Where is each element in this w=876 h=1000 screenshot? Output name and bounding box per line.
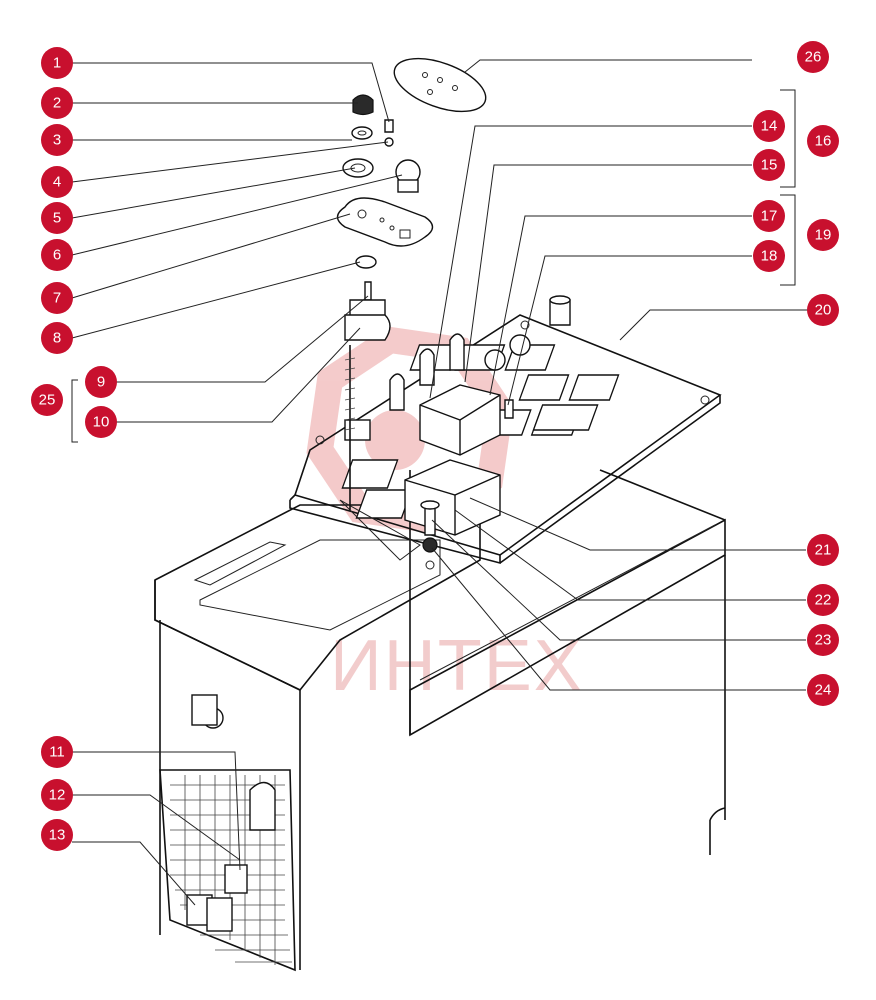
callout-11: 11 xyxy=(41,736,73,768)
callout-9: 9 xyxy=(85,366,117,398)
callout-badge xyxy=(41,819,73,851)
callout-1: 1 xyxy=(41,47,73,79)
spring-rod xyxy=(344,345,356,510)
callout-number: 18 xyxy=(761,248,778,265)
leader-lines xyxy=(71,59,808,906)
callout-badge xyxy=(807,219,839,251)
callout-26: 26 xyxy=(797,41,829,73)
callout-number: 22 xyxy=(815,592,832,609)
plate-bolts xyxy=(339,499,440,561)
callout-number: 14 xyxy=(761,118,778,135)
callout-8: 8 xyxy=(41,322,73,354)
callout-22: 22 xyxy=(807,584,839,616)
callout-badge xyxy=(807,534,839,566)
callout-number: 15 xyxy=(761,157,778,174)
callout-3: 3 xyxy=(41,124,73,156)
callout-badge xyxy=(41,124,73,156)
callout-badge xyxy=(41,47,73,79)
callout-badge xyxy=(797,41,829,73)
control-panel-plate xyxy=(289,295,722,570)
callouts: 1234567891011121314151617181920212223242… xyxy=(31,41,839,851)
callout-5: 5 xyxy=(41,202,73,234)
callout-7: 7 xyxy=(41,282,73,314)
callout-23: 23 xyxy=(807,624,839,656)
callout-badge xyxy=(85,406,117,438)
callout-21: 21 xyxy=(807,534,839,566)
callout-20: 20 xyxy=(807,294,839,326)
callout-badge xyxy=(807,125,839,157)
callout-number: 4 xyxy=(53,174,61,191)
callout-badge xyxy=(807,294,839,326)
callout-number: 23 xyxy=(815,632,832,649)
callout-badge xyxy=(753,240,785,272)
callout-badge xyxy=(753,149,785,181)
callout-6: 6 xyxy=(41,239,73,271)
callout-badge xyxy=(41,87,73,119)
callout-number: 24 xyxy=(815,682,832,699)
callout-14: 14 xyxy=(753,110,785,142)
callout-19: 19 xyxy=(807,219,839,251)
callout-2: 2 xyxy=(41,87,73,119)
callout-10: 10 xyxy=(85,406,117,438)
watermark-text: ИНТЕХ xyxy=(330,626,584,706)
callout-badge xyxy=(41,282,73,314)
callout-badge xyxy=(41,239,73,271)
callout-17: 17 xyxy=(753,200,785,232)
callout-number: 16 xyxy=(815,133,832,150)
callout-number: 10 xyxy=(93,414,110,431)
callout-18: 18 xyxy=(753,240,785,272)
callout-number: 26 xyxy=(805,49,822,66)
callout-badge xyxy=(85,366,117,398)
electrical-compartment xyxy=(159,769,296,972)
relay-block xyxy=(404,384,501,536)
callout-number: 11 xyxy=(49,744,65,761)
callout-badge xyxy=(807,624,839,656)
callout-number: 21 xyxy=(815,542,832,559)
callout-number: 3 xyxy=(53,132,61,149)
callout-number: 6 xyxy=(53,247,61,264)
callout-24: 24 xyxy=(807,674,839,706)
toggle-switches xyxy=(344,295,571,441)
callout-number: 1 xyxy=(53,55,61,72)
callout-number: 13 xyxy=(49,827,66,844)
callout-number: 25 xyxy=(39,392,56,409)
callout-badge xyxy=(41,166,73,198)
callout-4: 4 xyxy=(41,166,73,198)
callout-16: 16 xyxy=(807,125,839,157)
callout-badge xyxy=(807,674,839,706)
callout-25: 25 xyxy=(31,384,63,416)
exploded-parts-top xyxy=(336,57,487,510)
cabinet-body xyxy=(154,469,726,970)
callout-badge xyxy=(41,779,73,811)
callout-number: 9 xyxy=(97,374,105,391)
callout-number: 7 xyxy=(53,290,61,307)
callout-13: 13 xyxy=(41,819,73,851)
callout-number: 19 xyxy=(815,227,832,244)
callout-badge xyxy=(31,384,63,416)
callout-badge xyxy=(753,110,785,142)
callout-number: 12 xyxy=(49,787,66,804)
callout-number: 8 xyxy=(53,330,61,347)
callout-number: 5 xyxy=(53,210,61,227)
callout-badge xyxy=(753,200,785,232)
callout-number: 2 xyxy=(53,95,61,112)
callout-number: 20 xyxy=(815,302,832,319)
callout-15: 15 xyxy=(753,149,785,181)
callout-badge xyxy=(41,322,73,354)
callout-badge xyxy=(41,736,73,768)
callout-badge xyxy=(41,202,73,234)
callout-badge xyxy=(807,584,839,616)
callout-12: 12 xyxy=(41,779,73,811)
callout-number: 17 xyxy=(761,208,778,225)
